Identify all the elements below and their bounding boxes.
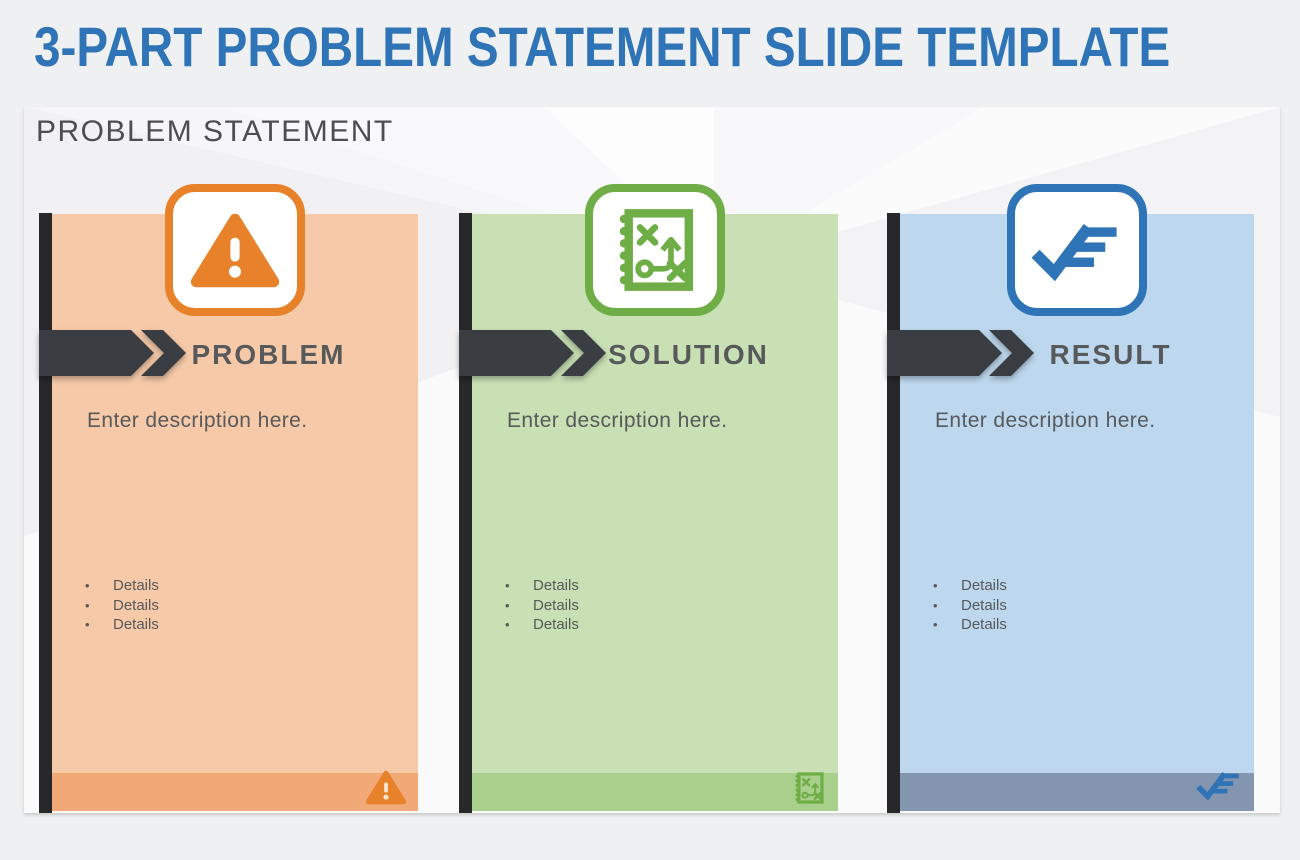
list-item: Details — [505, 615, 579, 635]
detail-text: Details — [533, 577, 579, 594]
warning-icon — [165, 184, 305, 316]
chevron-arrow — [39, 330, 191, 376]
list-item: Details — [933, 596, 1007, 616]
detail-text: Details — [533, 616, 579, 633]
detail-text: Details — [961, 596, 1007, 614]
strategy-icon — [585, 184, 725, 316]
list-item: Details — [85, 596, 159, 616]
list-item: Details — [505, 596, 579, 616]
description-placeholder: Enter description here. — [507, 409, 728, 432]
card-title: RESULT — [1049, 339, 1172, 370]
card-title: PROBLEM — [191, 339, 346, 370]
card-footer-strip — [472, 773, 838, 811]
list-item: Details — [505, 576, 579, 596]
slide-heading: PROBLEM STATEMENT — [36, 115, 394, 148]
detail-text: Details — [113, 577, 159, 594]
detail-text: Details — [961, 616, 1007, 633]
card-footer-strip — [52, 773, 418, 811]
detail-text: Details — [961, 577, 1007, 594]
detail-text: Details — [113, 616, 159, 633]
list-item: Details — [933, 576, 1007, 596]
description-placeholder: Enter description here. — [935, 409, 1156, 432]
chevron-arrow — [459, 330, 611, 376]
chevron-arrow — [887, 330, 1039, 376]
problem-column: Enter description here. Details Details … — [39, 184, 418, 813]
list-item: Details — [85, 615, 159, 635]
list-item: Details — [933, 615, 1007, 635]
warning-icon — [365, 769, 407, 806]
card-footer-strip — [900, 773, 1254, 811]
list-item: Details — [85, 576, 159, 596]
checklist-icon — [1194, 768, 1244, 802]
slide-canvas: PROBLEM STATEMENT Enter description here… — [24, 107, 1280, 813]
card-title: SOLUTION — [608, 339, 769, 370]
description-placeholder: Enter description here. — [87, 409, 308, 432]
detail-text: Details — [113, 596, 159, 614]
vertical-bar — [459, 213, 472, 813]
solution-column: Enter description here. Details Details … — [459, 184, 838, 813]
vertical-bar — [39, 213, 52, 813]
page-title: 3-PART PROBLEM STATEMENT SLIDE TEMPLATE — [34, 15, 1171, 78]
result-column: Enter description here. Details Details … — [887, 184, 1254, 813]
details-list: Details Details Details — [85, 576, 159, 635]
detail-text: Details — [533, 596, 579, 614]
strategy-icon — [791, 770, 827, 806]
vertical-bar — [887, 213, 900, 813]
details-list: Details Details Details — [505, 576, 579, 635]
checklist-icon — [1007, 184, 1147, 316]
details-list: Details Details Details — [933, 576, 1007, 635]
